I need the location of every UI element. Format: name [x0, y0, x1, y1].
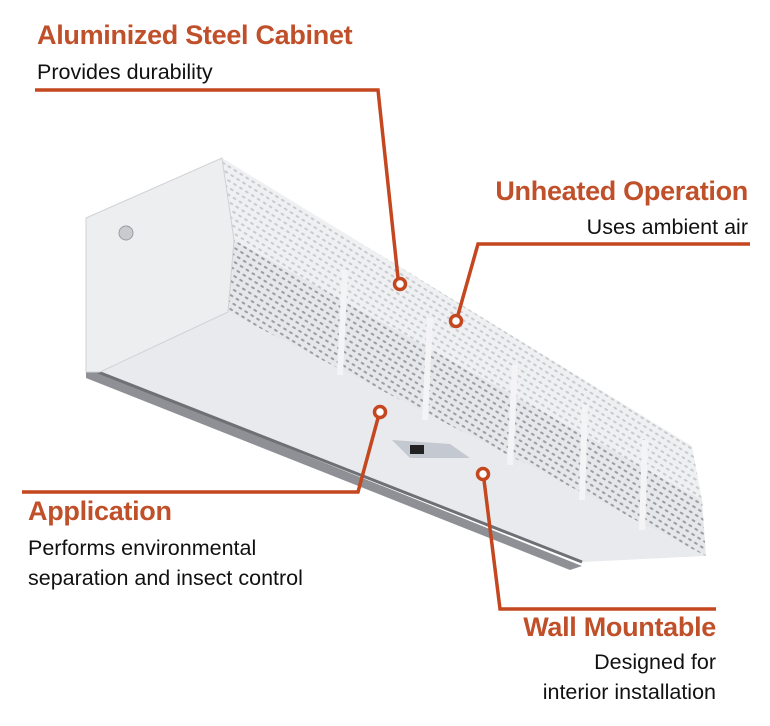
air-curtain-unit [85, 157, 706, 570]
leader-line-application [22, 417, 380, 494]
callout-text-wall-1: Designed for [594, 650, 716, 674]
leader-dot-application [372, 404, 388, 420]
callout-text-application-1: Performs environmental [28, 536, 257, 560]
end-cap [85, 157, 235, 373]
front-grille-face [228, 240, 706, 556]
end-cap-knob-icon [118, 225, 134, 241]
leader-dot-wall [475, 466, 491, 482]
callout-title-unheated: Unheated Operation [495, 176, 748, 206]
callout-text-cabinet: Provides durability [37, 60, 213, 84]
bottom-face [98, 312, 706, 562]
leader-line-wall [482, 479, 716, 611]
leader-line-unheated [456, 242, 750, 316]
callout-title-wall: Wall Mountable [523, 612, 716, 642]
leader-dot-unheated [448, 313, 464, 329]
callout-leaders [22, 88, 750, 611]
callout-text-wall-2: interior installation [542, 680, 716, 704]
leader-dot-cabinet [392, 276, 408, 292]
callout-title-application: Application [28, 496, 172, 526]
callout-text-application-2: separation and insect control [28, 566, 303, 590]
callout-title-cabinet: Aluminized Steel Cabinet [37, 20, 353, 50]
control-panel [392, 440, 470, 458]
leader-line-cabinet [35, 88, 400, 279]
callout-text-unheated: Uses ambient air [586, 215, 748, 239]
